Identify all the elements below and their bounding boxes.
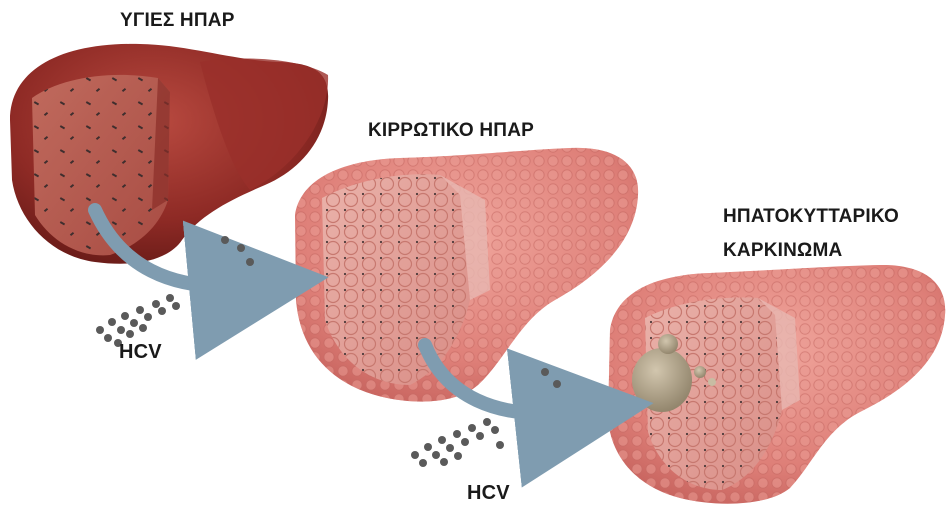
carcinoma-label-line2: ΚΑΡΚΙΝΩΜΑ xyxy=(723,240,842,262)
carcinoma-liver-illustration xyxy=(608,265,945,504)
cirrhotic-liver-label: ΚΙΡΡΩΤΙΚΟ ΗΠΑΡ xyxy=(368,120,534,142)
carcinoma-label-line1: ΗΠΑΤΟΚΥΤΤΑΡΙΚΟ xyxy=(723,206,899,228)
hcv-label-1: HCV xyxy=(119,341,162,364)
healthy-liver-illustration xyxy=(10,44,328,264)
hcv-label-2: HCV xyxy=(467,482,510,505)
tumor-mass xyxy=(632,348,692,412)
cirrhotic-liver-illustration xyxy=(295,148,638,402)
healthy-liver-label: ΥΓΙΕΣ ΗΠΑΡ xyxy=(120,10,235,32)
